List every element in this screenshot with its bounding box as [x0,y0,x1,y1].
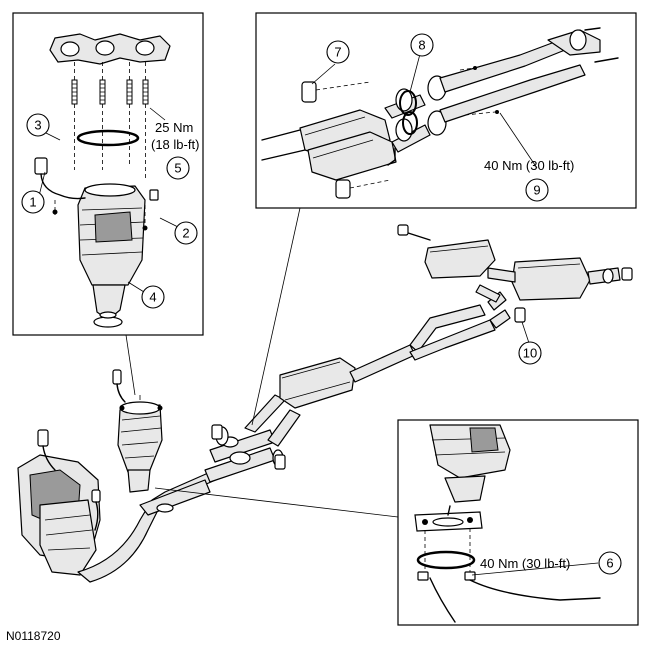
flange-gasket [416,550,476,570]
front-pipe [77,469,221,583]
callout-4: 4 [141,285,165,309]
callout-10-label: 10 [523,346,537,361]
inset-flange-frame [397,419,639,626]
callout-3-label: 3 [34,118,41,133]
rear-mufflers [397,224,633,323]
callout-5: 5 [166,156,190,180]
gasket [76,129,140,147]
callout-3: 3 [26,113,50,137]
bushing-bottom [335,179,351,199]
callout-1: 1 [21,190,45,214]
figure-id: N0118720 [6,629,61,643]
callout-7: 7 [326,40,350,64]
inset-converter [52,183,148,328]
callout-leaders [37,53,599,576]
hanger-right [274,454,286,470]
inset-leader-lines [125,207,399,518]
callout-8-label: 8 [418,38,425,53]
callout-8: 8 [410,33,434,57]
callout-9: 9 [525,178,549,202]
manifold-studs [71,62,149,180]
torque-spec-5-imperial: (18 lb-ft) [151,137,199,152]
callout-2-label: 2 [182,226,189,241]
callout-1-label: 1 [29,195,36,210]
hanger-left [211,424,223,440]
callout-4-label: 4 [149,290,156,305]
callout-7-label: 7 [334,45,341,60]
callout-10: 10 [518,341,542,365]
callout-6-label: 6 [606,556,613,571]
inset-rear-section-frame [255,12,637,209]
callout-5-label: 5 [174,161,181,176]
torque-spec-6: 40 Nm (30 lb-ft) [480,556,570,571]
callout-2: 2 [174,221,198,245]
right-converter [112,369,163,493]
oxygen-sensor [34,157,159,201]
callout-9-label: 9 [533,183,540,198]
bushing-top [301,81,317,103]
left-manifold-converter [17,429,101,576]
callout-6: 6 [598,551,622,575]
main-exhaust-assembly [17,224,633,583]
torque-spec-9: 40 Nm (30 lb-ft) [484,158,574,173]
torque-spec-5-metric: 25 Nm [155,120,193,135]
